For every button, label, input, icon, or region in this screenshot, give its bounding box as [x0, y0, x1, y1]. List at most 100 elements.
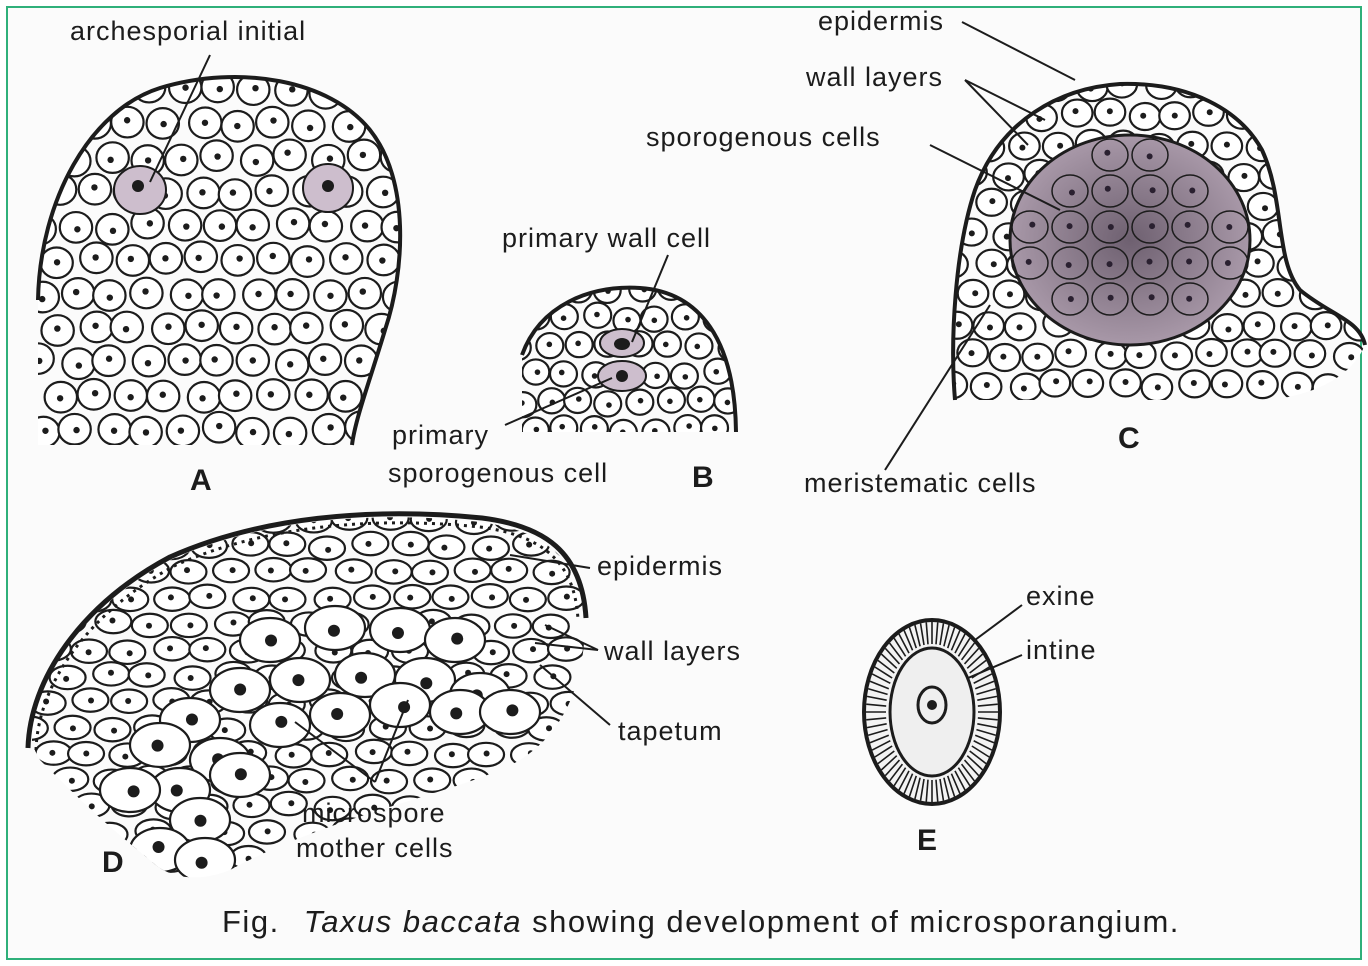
tissue-cell — [1332, 219, 1363, 246]
cell-nucleus — [395, 361, 401, 367]
cell-nucleus — [1275, 291, 1281, 297]
tissue-cell — [348, 74, 380, 105]
tissue-cell — [535, 278, 562, 303]
cell-nucleus — [76, 362, 82, 368]
cell-nucleus — [1309, 353, 1315, 359]
cell-nucleus — [1324, 386, 1330, 392]
cell-nucleus — [1273, 109, 1279, 115]
tissue-cell — [556, 846, 592, 869]
cell-nucleus — [592, 424, 598, 430]
tissue-cell — [383, 74, 415, 105]
cell-nucleus — [956, 321, 962, 327]
cell-nucleus — [182, 357, 188, 363]
cell-nucleus — [1073, 108, 1079, 114]
cell-nucleus — [107, 294, 113, 300]
panel-label-c: C — [1118, 424, 1140, 454]
cell-nucleus — [288, 800, 294, 806]
cell-nucleus — [1273, 173, 1279, 179]
cell-nucleus — [382, 190, 388, 196]
cell-nucleus — [233, 390, 239, 396]
cell-nucleus — [362, 222, 368, 228]
tissue-cell — [1347, 371, 1368, 398]
cell-nucleus — [248, 540, 254, 546]
cell-nucleus — [91, 597, 97, 603]
cell-nucleus — [1364, 81, 1368, 87]
cell-nucleus — [470, 779, 476, 785]
tissue-cell — [1349, 253, 1368, 280]
cell-nucleus — [88, 697, 94, 703]
cell-nucleus — [54, 259, 60, 265]
cell-nucleus — [1346, 231, 1352, 237]
cell-nucleus — [1225, 327, 1231, 333]
cell-nucleus — [449, 596, 455, 602]
cell-nucleus — [1136, 352, 1142, 358]
tissue-cell — [69, 536, 105, 559]
cell-nucleus — [1258, 380, 1264, 386]
cell-nucleus — [162, 255, 168, 261]
tissue-cell — [91, 823, 127, 846]
cell-nucleus — [969, 230, 975, 236]
tissue-cell — [936, 191, 967, 218]
cell-nucleus — [1020, 84, 1026, 90]
cell-nucleus — [697, 397, 703, 403]
cell-nucleus — [1108, 351, 1114, 357]
cell-nucleus — [1053, 86, 1059, 92]
cell-nucleus — [1206, 351, 1212, 357]
cell-nucleus — [359, 425, 365, 431]
cell-nucleus — [83, 751, 89, 757]
tissue-cell — [1328, 160, 1359, 187]
cell-nucleus — [638, 398, 644, 404]
cell-nucleus — [715, 317, 721, 323]
cell-nucleus — [713, 369, 719, 375]
cell-nucleus — [987, 83, 993, 89]
cell-nucleus — [712, 426, 718, 432]
cell-nucleus — [530, 646, 536, 652]
cell-nucleus — [183, 223, 189, 229]
cell-nucleus — [1338, 170, 1344, 176]
cell-nucleus — [516, 343, 522, 349]
cell-nucleus — [265, 635, 277, 647]
tissue-cell — [531, 768, 567, 791]
cell-nucleus — [49, 750, 55, 756]
cell-nucleus — [303, 568, 309, 574]
cell-nucleus — [182, 84, 188, 90]
cell-nucleus — [1292, 323, 1298, 329]
cell-nucleus — [1346, 289, 1352, 295]
cell-nucleus — [1149, 223, 1155, 229]
cell-nucleus — [73, 567, 79, 573]
cell-nucleus — [472, 569, 478, 575]
cell-nucleus — [326, 750, 332, 756]
cell-nucleus — [951, 260, 957, 266]
cell-nucleus — [404, 749, 410, 755]
cell-nucleus — [1326, 83, 1332, 89]
label-e-intine: intine — [1026, 637, 1097, 664]
cell-nucleus — [53, 122, 59, 128]
cell-nucleus — [535, 369, 541, 375]
tissue-cell — [704, 307, 731, 332]
tissue-cell — [687, 279, 714, 304]
cell-nucleus — [729, 346, 735, 352]
cell-nucleus — [88, 854, 94, 860]
cell-nucleus — [408, 542, 414, 548]
cell-nucleus — [178, 427, 184, 433]
cell-nucleus — [27, 829, 33, 835]
tissue-cell — [10, 822, 46, 845]
cell-nucleus — [1108, 295, 1114, 301]
cell-nucleus — [514, 288, 520, 294]
cell-nucleus — [180, 156, 186, 162]
cell-nucleus — [230, 567, 236, 573]
cell-nucleus — [247, 802, 253, 808]
tissue-cell — [345, 411, 377, 442]
cell-nucleus — [1241, 173, 1247, 179]
cell-nucleus — [359, 87, 365, 93]
cell-nucleus — [331, 708, 343, 720]
cell-nucleus — [1005, 175, 1011, 181]
cell-nucleus — [427, 776, 433, 782]
cell-nucleus — [219, 223, 225, 229]
cell-nucleus — [506, 704, 518, 716]
cell-nucleus — [160, 392, 166, 398]
cell-nucleus — [484, 751, 490, 757]
cell-nucleus — [1324, 139, 1330, 145]
cell-nucleus — [576, 396, 582, 402]
cell-nucleus — [199, 395, 205, 401]
